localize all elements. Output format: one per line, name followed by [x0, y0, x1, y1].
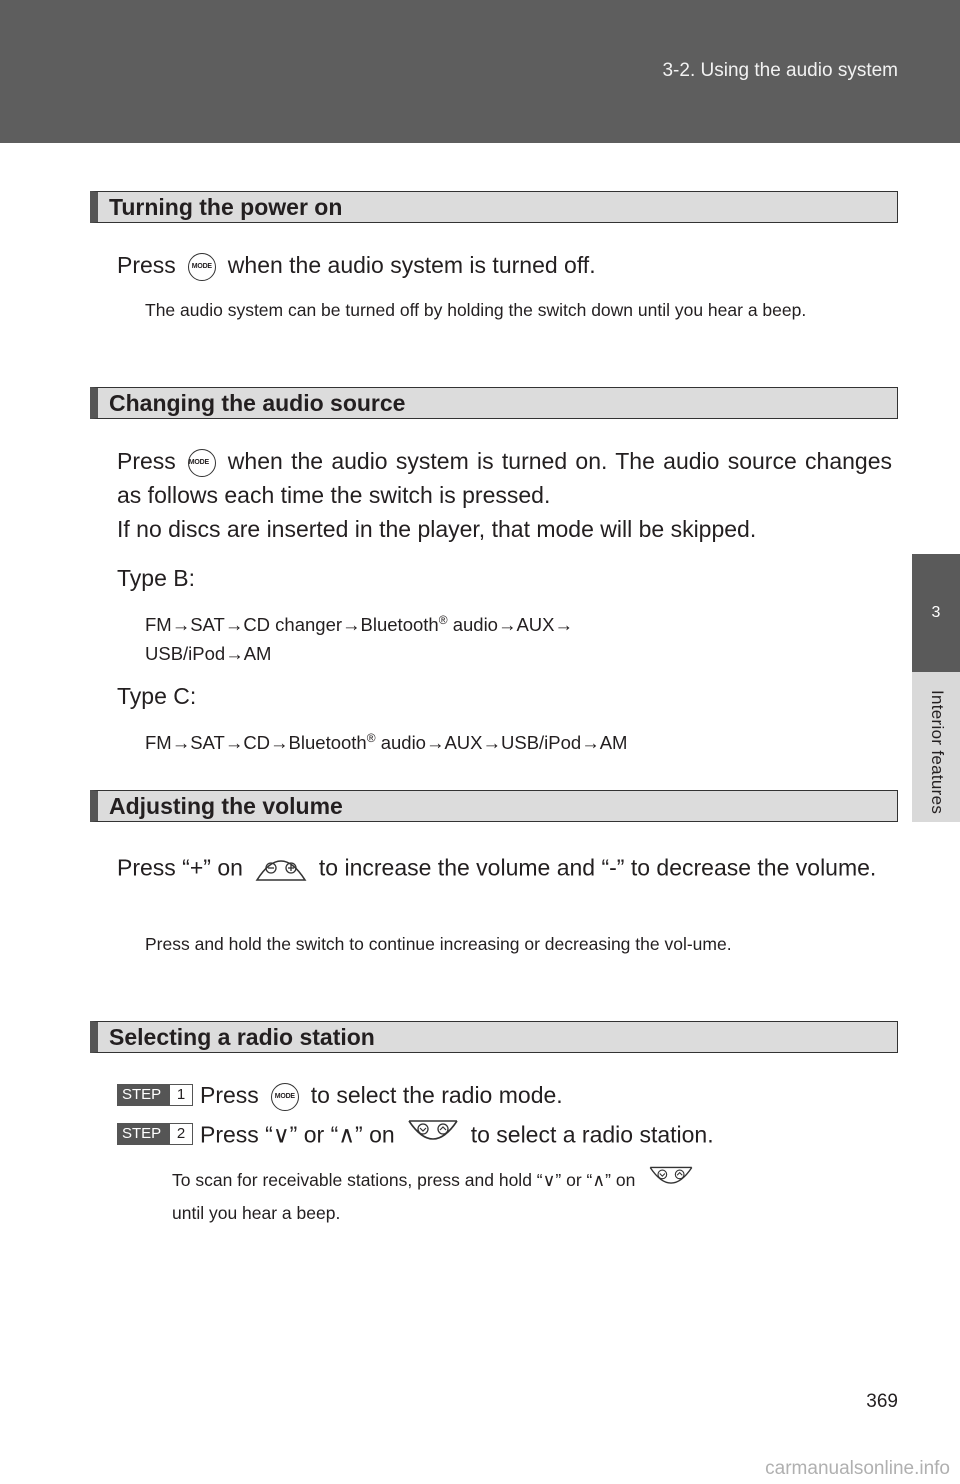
type-b-seq-part: audio→AUX→ [447, 614, 574, 635]
chapter-strip [912, 672, 960, 822]
press-text: Press “∨” or “∧” on [200, 1121, 395, 1148]
section-title-power: Turning the power on [90, 191, 898, 223]
step-number: 1 [170, 1085, 192, 1105]
chapter-tab: 3 [912, 554, 960, 672]
chapter-label: Interior features [928, 689, 947, 815]
scan-note-text: until you hear a beep. [172, 1203, 341, 1223]
step-1-text: Press MODE to select the radio mode. [200, 1078, 563, 1112]
type-b-sequence: FM→SAT→CD changer→Bluetooth® audio→AUX→ … [145, 610, 893, 668]
tune-switch-icon [405, 1117, 461, 1156]
step-2-badge: STEP 2 [117, 1123, 193, 1145]
press-text: Press [200, 1082, 259, 1108]
volume-text: to increase the volume and “-” to decrea… [318, 854, 877, 881]
step-word: STEP [122, 1086, 162, 1103]
type-c-seq-part: audio→AUX→USB/iPod→AM [375, 732, 628, 753]
type-b-seq-part: FM→SAT→CD changer→Bluetooth [145, 614, 439, 635]
type-b-seq-part: USB/iPod→AM [145, 643, 272, 664]
section-title-volume: Adjusting the volume [90, 790, 898, 822]
watermark: carmanualsonline.info [765, 1458, 950, 1479]
registered-mark: ® [438, 612, 448, 627]
press-text: Press [117, 448, 176, 474]
mode-switch-icon: MODE [187, 448, 216, 477]
mode-switch-icon: MODE [270, 1082, 299, 1111]
press-text: Press “+” on [117, 854, 243, 881]
section-title-radio: Selecting a radio station [90, 1021, 898, 1053]
page-number: 369 [866, 1391, 898, 1412]
registered-mark: ® [366, 730, 376, 745]
chapter-number: 3 [931, 604, 941, 621]
scan-note-text: To scan for receivable stations, press a… [172, 1170, 636, 1191]
radio-scan-note: To scan for receivable stations, press a… [172, 1164, 892, 1228]
type-c-sequence: FM→SAT→CD→Bluetooth® audio→AUX→USB/iPod→… [145, 728, 893, 757]
step-2-after: to select a radio station. [470, 1121, 714, 1148]
step-number: 2 [170, 1124, 192, 1144]
volume-note: Press and hold the switch to continue in… [145, 934, 732, 954]
tune-switch-icon [645, 1164, 697, 1199]
step-2-text: Press “∨” or “∧” on to select a radio sta… [200, 1117, 714, 1156]
header-title: 3-2. Using the audio system [662, 60, 898, 81]
power-instruction: Press MODE when the audio system is turned… [117, 248, 892, 282]
source-text: when the audio system is turned on. The … [117, 448, 892, 508]
type-b-label: Type B: [117, 565, 195, 591]
press-text: Press [117, 252, 176, 278]
step-1-badge: STEP 1 [117, 1084, 193, 1106]
page-header: 3-2. Using the audio system [0, 0, 960, 143]
type-c-label: Type C: [117, 683, 197, 709]
mode-switch-icon: MODE [187, 252, 216, 281]
volume-switch-icon [253, 848, 309, 891]
volume-instruction: Press “+” on to increase the volume and “… [117, 848, 892, 891]
type-c-seq-part: FM→SAT→CD→Bluetooth [145, 732, 367, 753]
power-note: The audio system can be turned off by ho… [145, 300, 807, 320]
side-tab-top [912, 0, 960, 143]
source-skip-note: If no discs are inserted in the player, … [117, 516, 757, 542]
power-text: when the audio system is turned off. [227, 252, 596, 278]
step-word: STEP [122, 1125, 162, 1142]
step-1-after: to select the radio mode. [310, 1082, 563, 1108]
section-title-source: Changing the audio source [90, 387, 898, 419]
